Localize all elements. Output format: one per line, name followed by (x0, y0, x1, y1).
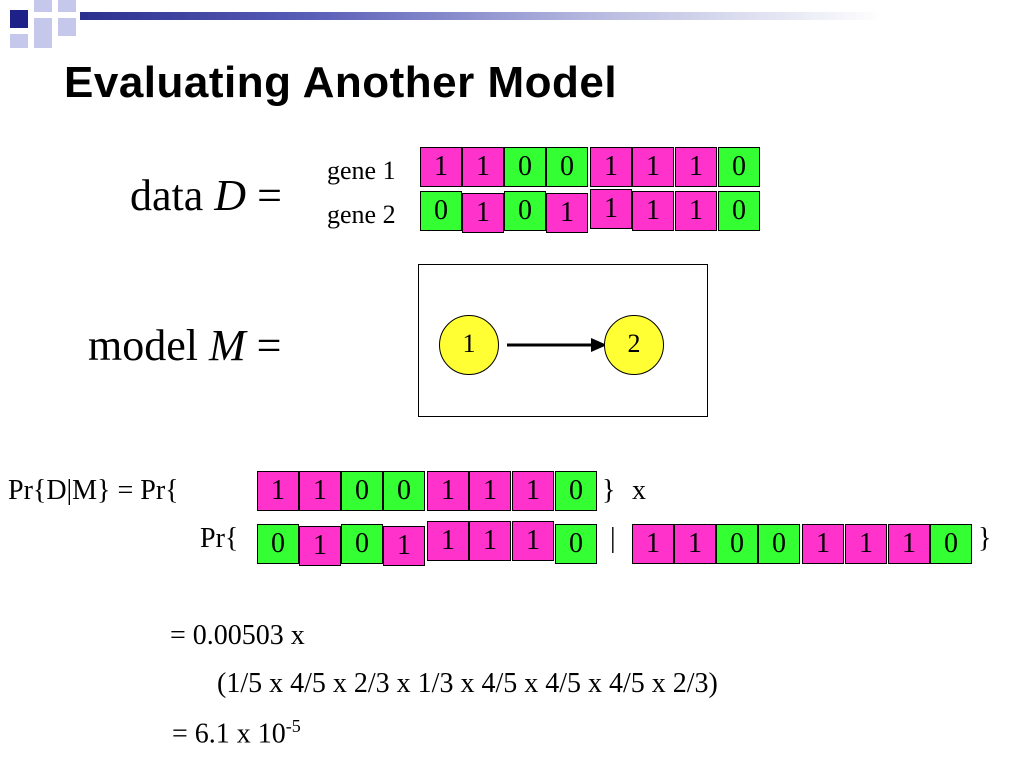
sequence-cell-one: 1 (802, 524, 844, 564)
brace-close-2: } (978, 523, 992, 554)
node-gene-2: 2 (604, 315, 664, 375)
probability-lhs: Pr{D|M} = Pr{ (8, 475, 179, 506)
data-label: data D = (130, 171, 282, 220)
sequence-cell-one: 1 (546, 193, 588, 233)
equation-line-2: (1/5 x 4/5 x 2/3 x 1/3 x 4/5 x 4/5 x 4/5… (217, 668, 718, 699)
given-bar: | (610, 523, 616, 554)
header-gradient-bar (80, 12, 1024, 20)
header-square (58, 18, 76, 36)
sequence-cell-zero: 0 (257, 524, 299, 564)
sequence-cell-one: 1 (845, 524, 887, 564)
header-square (34, 18, 52, 36)
sequence-cell-one: 1 (427, 471, 469, 511)
sequence-cell-zero: 0 (341, 524, 383, 564)
sequence-cell-zero: 0 (758, 524, 800, 564)
header-square (10, 10, 28, 28)
sequence-cell-zero: 0 (341, 471, 383, 511)
model-label: model M = (88, 321, 282, 370)
edge-arrow (507, 338, 607, 352)
header-square (34, 34, 52, 48)
sequence-cell-one: 1 (675, 191, 717, 231)
equation-line-3: = 6.1 x 10-5 (172, 716, 301, 750)
sequence-cell-one: 1 (888, 524, 930, 564)
sequence-cell-one: 1 (469, 521, 511, 561)
sequence-cell-one: 1 (299, 471, 341, 511)
header-decoration (0, 0, 1024, 48)
sequence-cell-one: 1 (383, 526, 425, 566)
brace-close: } (602, 475, 616, 506)
sequence-cell-one: 1 (675, 147, 717, 187)
sequence-cell-one: 1 (632, 524, 674, 564)
sequence-cell-one: 1 (427, 521, 469, 561)
sequence-cell-zero: 0 (718, 147, 760, 187)
gene1-label: gene 1 (327, 156, 396, 185)
sequence-cell-one: 1 (632, 191, 674, 231)
sequence-cell-one: 1 (462, 147, 504, 187)
sequence-cell-zero: 0 (930, 524, 972, 564)
sequence-cell-one: 1 (632, 147, 674, 187)
exponent: -5 (285, 716, 301, 736)
sequence-cell-zero: 0 (504, 191, 546, 231)
sequence-cell-zero: 0 (546, 147, 588, 187)
sequence-cell-zero: 0 (383, 471, 425, 511)
sequence-cell-one: 1 (512, 471, 554, 511)
header-square (34, 0, 52, 12)
sequence-cell-zero: 0 (555, 471, 597, 511)
slide-title: Evaluating Another Model (64, 58, 618, 107)
times-symbol: x (632, 475, 646, 506)
sequence-cell-one: 1 (512, 521, 554, 561)
sequence-cell-one: 1 (469, 471, 511, 511)
header-square (58, 0, 76, 12)
probability-pr2: Pr{ (200, 523, 239, 554)
sequence-cell-one: 1 (257, 471, 299, 511)
model-variable: M (208, 321, 246, 370)
sequence-cell-zero: 0 (504, 147, 546, 187)
sequence-cell-zero: 0 (420, 191, 462, 231)
sequence-cell-zero: 0 (718, 191, 760, 231)
sequence-cell-one: 1 (462, 193, 504, 233)
sequence-cell-one: 1 (590, 189, 632, 229)
data-variable: D (214, 171, 247, 220)
sequence-cell-one: 1 (674, 524, 716, 564)
gene2-label: gene 2 (327, 200, 396, 229)
model-diagram: 1 2 (418, 264, 708, 417)
sequence-cell-one: 1 (299, 526, 341, 566)
sequence-cell-one: 1 (590, 147, 632, 187)
sequence-cell-zero: 0 (555, 524, 597, 564)
node-gene-1: 1 (439, 315, 499, 375)
header-square (10, 34, 28, 48)
equation-line-1: = 0.00503 x (170, 620, 305, 651)
sequence-cell-one: 1 (420, 147, 462, 187)
sequence-cell-zero: 0 (716, 524, 758, 564)
